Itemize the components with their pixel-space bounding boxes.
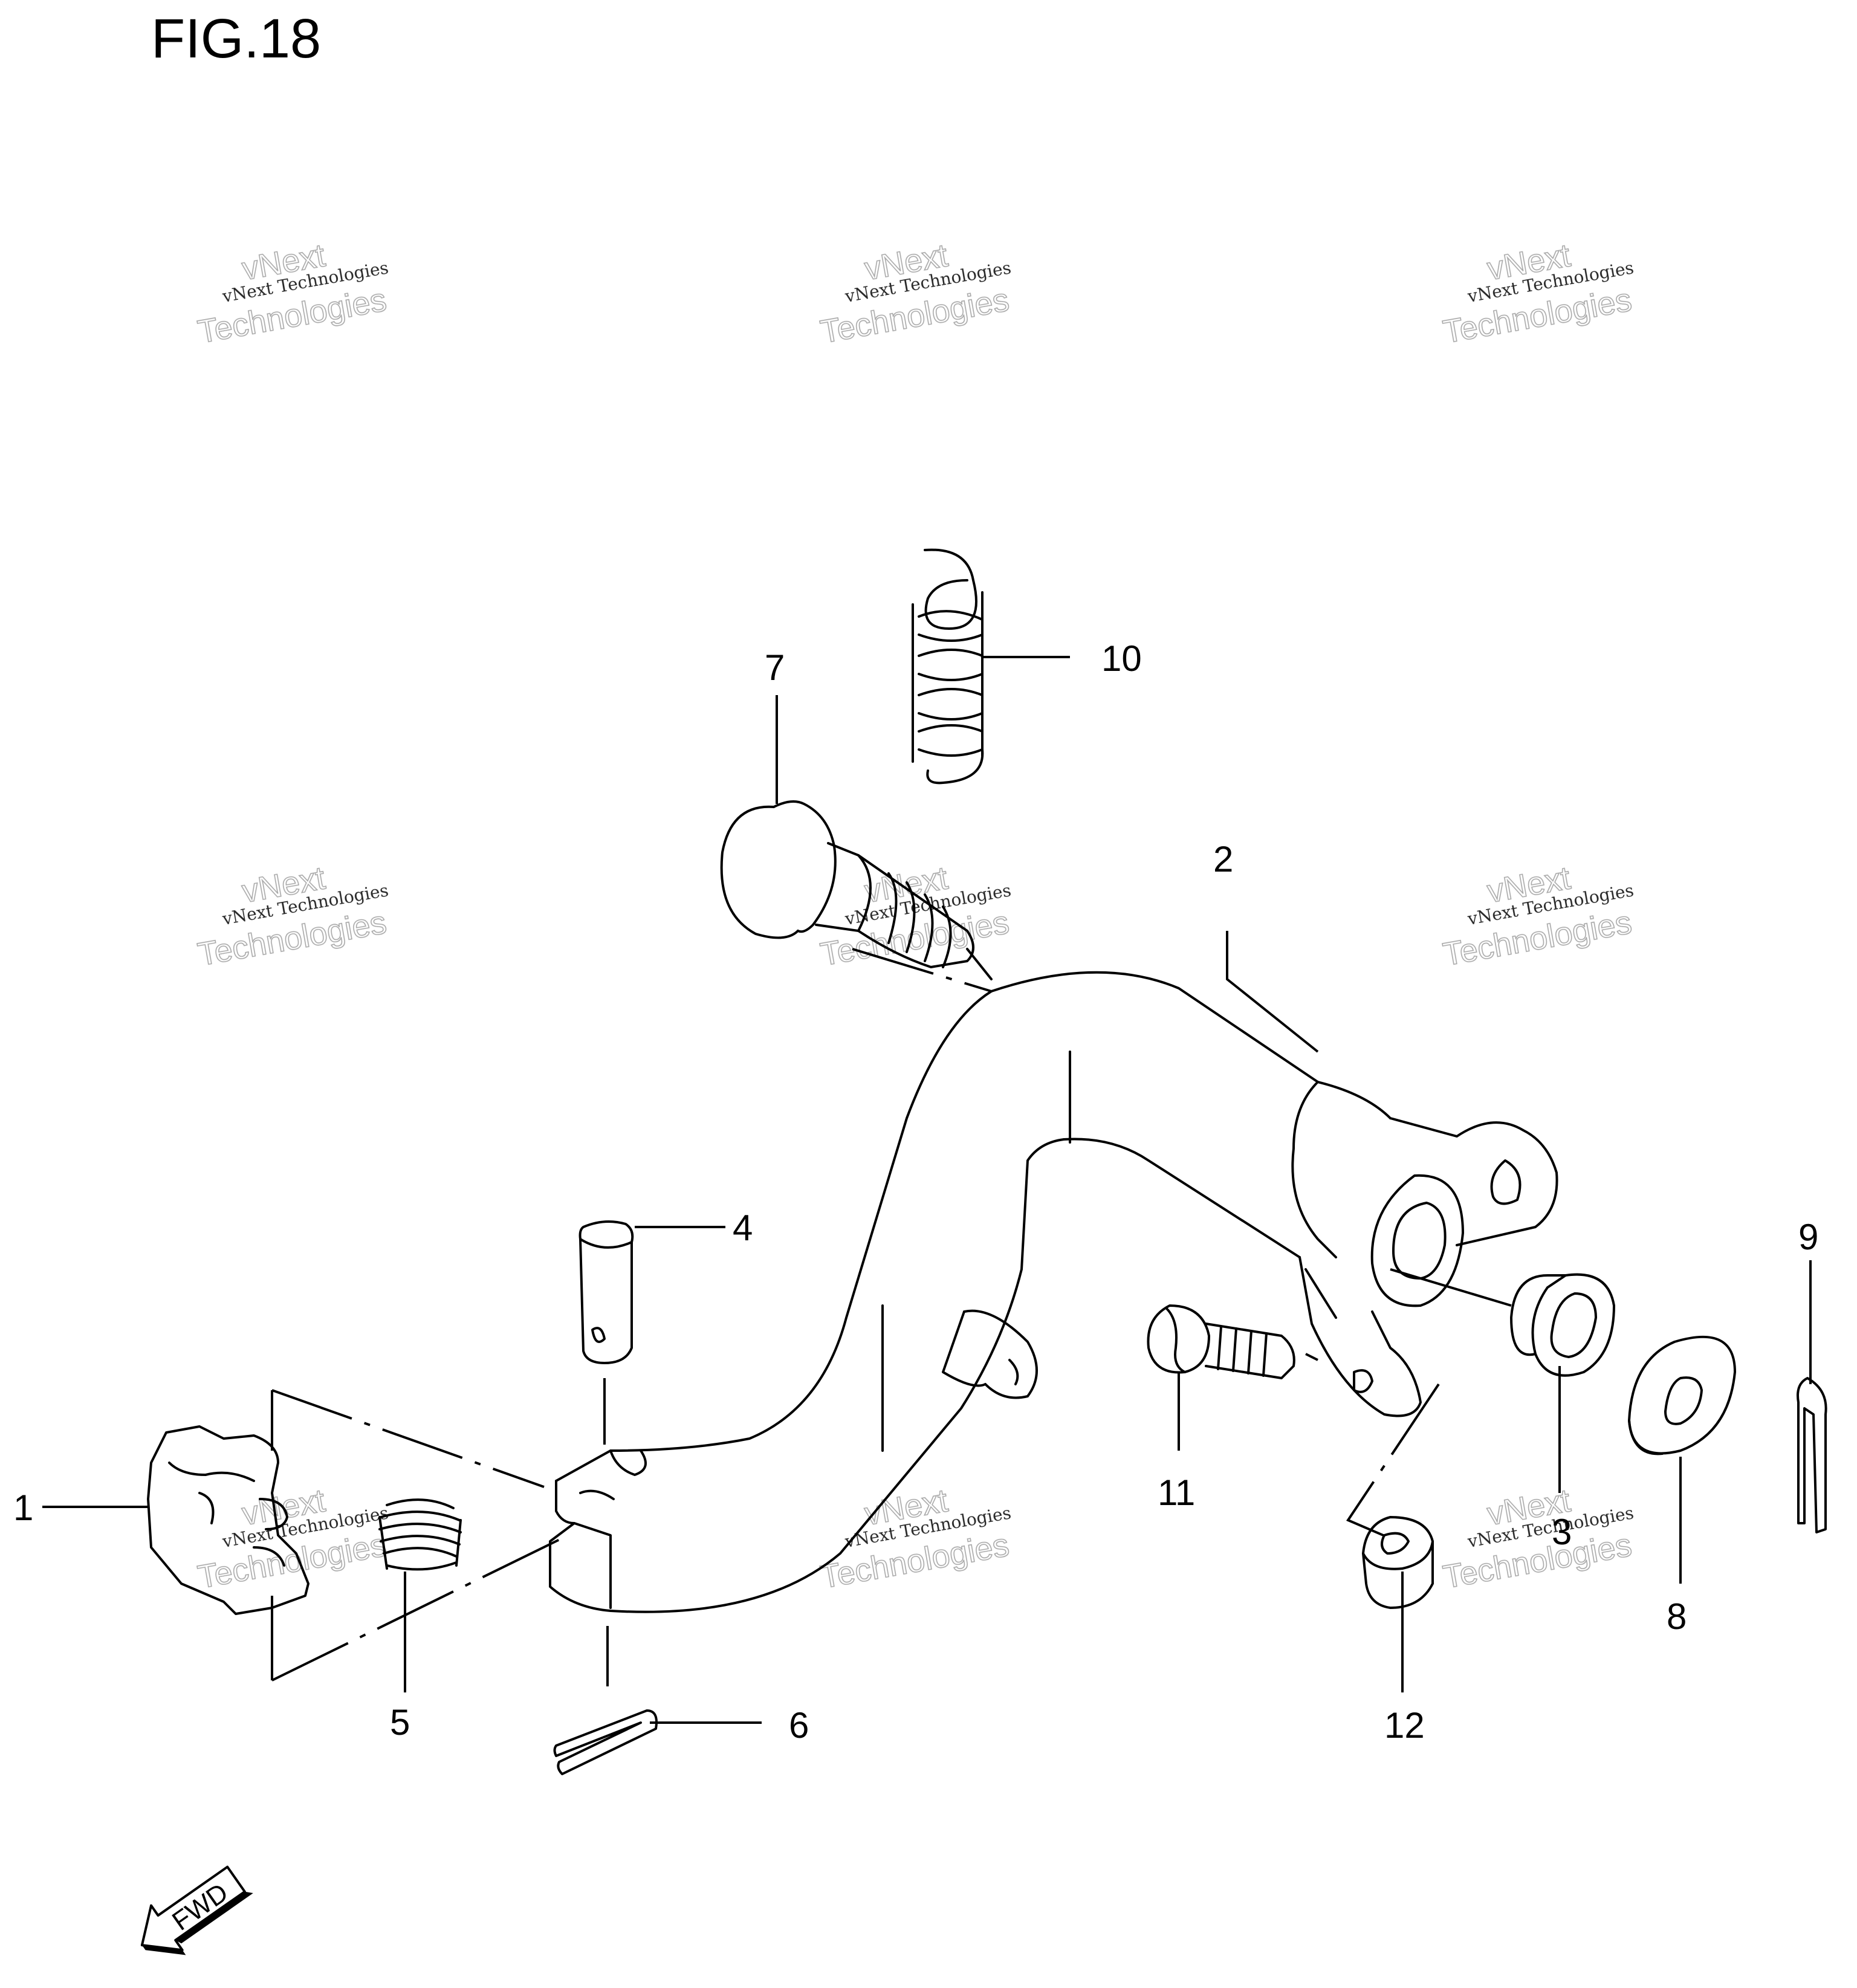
callout-labels: 1 2 3 4 5 6 7 8 9 10 11 12 xyxy=(13,638,1818,1746)
figure-title: FIG.18 xyxy=(151,8,321,70)
part-11-bolt xyxy=(1147,1304,1295,1379)
watermark: vNext Technologies vNext Technologies xyxy=(817,236,1013,351)
watermark: vNext Technologies vNext Technologies xyxy=(195,1481,390,1596)
part-6-cotter-pin xyxy=(553,1709,658,1775)
watermark: vNext Technologies vNext Technologies xyxy=(1440,1481,1635,1596)
part-7-pivot-bolt xyxy=(720,800,993,980)
callout-5: 5 xyxy=(390,1702,410,1743)
part-10-spring xyxy=(912,548,984,785)
part-1-stopper xyxy=(147,1425,310,1615)
watermark: vNext Technologies vNext Technologies xyxy=(195,236,390,351)
fwd-arrow: FWD xyxy=(140,1865,253,1955)
watermark: vNext Technologies vNext Technologies xyxy=(1440,859,1635,973)
watermark: vNext Technologies vNext Technologies xyxy=(195,859,390,973)
callout-8: 8 xyxy=(1667,1596,1687,1637)
callout-3: 3 xyxy=(1552,1512,1572,1552)
part-5-spring xyxy=(378,1498,462,1571)
callout-4: 4 xyxy=(733,1208,753,1248)
callout-1: 1 xyxy=(13,1488,33,1528)
part-9-cotter-pin xyxy=(1797,1377,1827,1533)
watermark: vNext Technologies vNext Technologies xyxy=(1440,236,1635,351)
part-4-clevis-pin xyxy=(578,1220,634,1364)
callout-7: 7 xyxy=(765,647,785,688)
watermark: vNext Technologies vNext Technologies xyxy=(817,1481,1013,1596)
assembly-lines xyxy=(271,948,1512,1686)
leader-lines xyxy=(42,656,1812,1724)
part-12-nut xyxy=(1362,1516,1434,1609)
part-2-brake-pedal xyxy=(549,971,1558,1613)
callout-10: 10 xyxy=(1101,638,1142,679)
callout-12: 12 xyxy=(1384,1705,1425,1746)
part-3-seal xyxy=(1510,1273,1615,1377)
callout-11: 11 xyxy=(1158,1472,1195,1513)
callout-2: 2 xyxy=(1213,839,1233,879)
part-8-washer xyxy=(1628,1335,1736,1455)
callout-6: 6 xyxy=(789,1705,809,1746)
callout-9: 9 xyxy=(1798,1217,1818,1257)
